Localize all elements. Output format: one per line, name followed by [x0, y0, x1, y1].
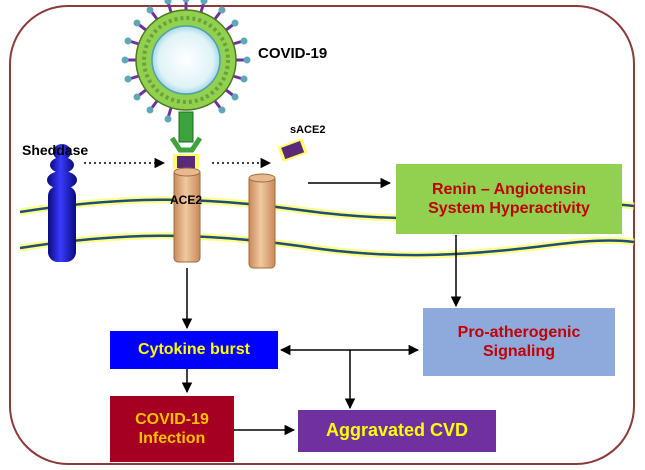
spike-protein	[169, 111, 203, 153]
sace2-fragment-icon	[277, 138, 308, 163]
infection-line1: COVID-19	[135, 410, 209, 428]
cvd-text: Aggravated CVD	[325, 420, 469, 441]
ace2-receptor	[173, 167, 201, 263]
virus-label: COVID-19	[258, 45, 328, 62]
covid-infection-box: COVID-19 Infection	[110, 396, 234, 462]
sace2-label: sACE2	[290, 124, 326, 136]
sheddase-icon	[47, 144, 77, 262]
cytokine-burst-box: Cytokine burst	[110, 331, 278, 369]
ras-hyperactivity-box: Renin – Angiotensin System Hyperactivity	[396, 164, 622, 234]
ace2-cap	[173, 154, 199, 169]
cell-frame	[9, 5, 635, 465]
ace2-label: ACE2	[170, 193, 203, 207]
pro-atherogenic-box: Pro-atherogenic Signaling	[423, 308, 615, 376]
proathero-line1: Pro-atherogenic	[457, 323, 581, 341]
sheddase-label: Sheddase	[22, 142, 89, 158]
cytokine-text: Cytokine burst	[137, 341, 250, 359]
infection-line2: Infection	[138, 430, 206, 447]
shed-receptor	[248, 173, 276, 269]
aggravated-cvd-box: Aggravated CVD	[298, 410, 496, 452]
proathero-line2: Signaling	[483, 343, 555, 360]
coronavirus-icon	[121, 0, 251, 123]
ras-line1: Renin – Angiotensin	[431, 180, 587, 198]
ras-line2: System Hyperactivity	[428, 200, 590, 217]
